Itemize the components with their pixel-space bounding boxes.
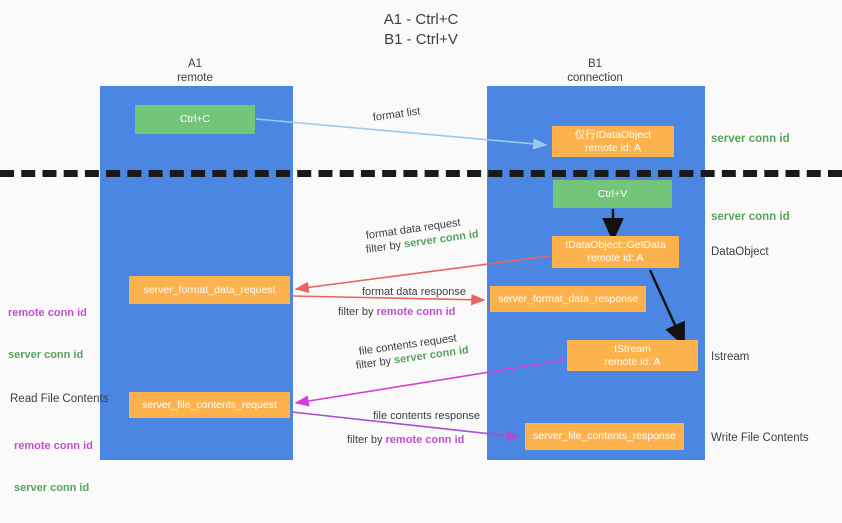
box-server-file-contents-response[interactable]: server_file_contents_response <box>525 423 684 450</box>
box-server-format-data-request[interactable]: server_format_data_request <box>129 276 290 304</box>
caption-format-data-response-filter: filter by remote conn id <box>338 305 455 319</box>
phase-separator <box>0 170 842 177</box>
box-ctrl-c[interactable]: Ctrl+C <box>135 105 255 134</box>
filter-value-remote-conn-id: remote conn id <box>376 306 456 318</box>
label-write-file-contents: Write File Contents <box>711 432 809 444</box>
filter-prefix: filter by <box>338 306 377 318</box>
caption-format-data-response: format data response <box>362 286 466 298</box>
caption-format-list: format list <box>372 105 422 124</box>
label-istream: Istream <box>711 351 750 363</box>
filter-value-remote-conn-id: remote conn id <box>385 434 465 446</box>
filter-prefix: filter by <box>347 434 386 446</box>
label-conn-ids-file: remote conn id server conn id <box>14 411 93 523</box>
label-server-conn-id-2: server conn id <box>14 482 90 494</box>
filter-prefix: filter by <box>355 354 395 372</box>
box-idataobject-getdata[interactable]: IDataObject::GetData remote id: A <box>552 236 679 268</box>
caption-file-contents-response-filter: filter by remote conn id <box>347 433 464 447</box>
label-dataobject: DataObject <box>711 246 769 258</box>
label-read-file-contents: Read File Contents <box>10 393 109 405</box>
lane-header-a1: A1 remote <box>177 58 213 84</box>
label-server-conn-id-top: server conn id <box>711 133 790 145</box>
caption-file-contents-response: file contents response <box>373 410 481 422</box>
filter-prefix: filter by <box>365 238 405 256</box>
label-remote-conn-id-2: remote conn id <box>14 440 93 452</box>
lane-header-b1: B1 connection <box>567 58 623 84</box>
label-server-conn-id-mid: server conn id <box>711 211 790 223</box>
box-server-format-data-response[interactable]: server_format_data_response <box>490 286 646 312</box>
box-server-file-contents-request[interactable]: server_file_contents_request <box>129 392 290 418</box>
page-title: A1 - Ctrl+C B1 - Ctrl+V <box>383 11 459 48</box>
label-remote-conn-id-1: remote conn id <box>8 307 87 319</box>
box-idataobject[interactable]: 仅行IDataObject remote id: A <box>552 126 674 157</box>
diagram-canvas: A1 - Ctrl+C B1 - Ctrl+V A1 remote B1 con… <box>0 11 842 494</box>
label-server-conn-id-1: server conn id <box>8 349 84 361</box>
box-istream[interactable]: IStream remote id: A <box>567 340 698 371</box>
label-conn-ids-format: remote conn id server conn id <box>8 278 87 390</box>
box-ctrl-v[interactable]: Ctrl+V <box>553 180 672 208</box>
